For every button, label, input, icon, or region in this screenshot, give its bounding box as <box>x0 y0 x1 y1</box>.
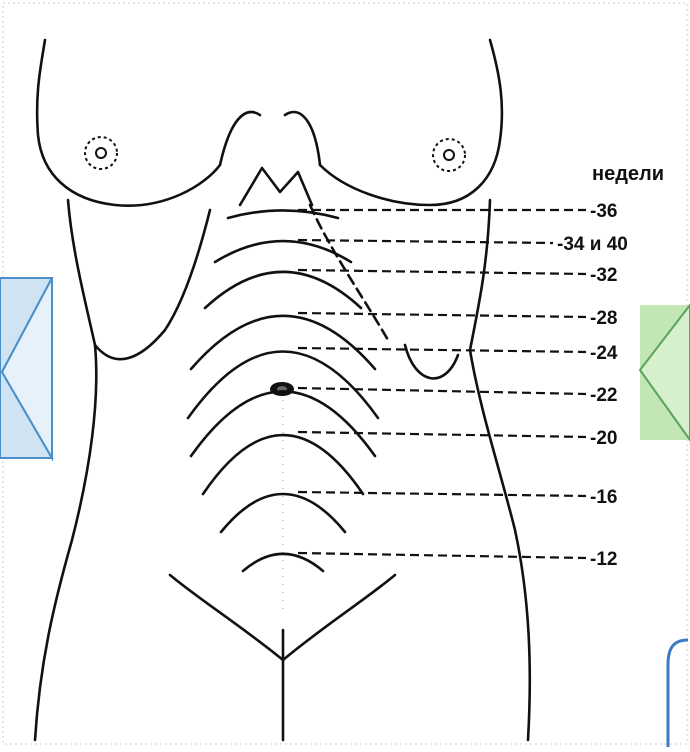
leader-line <box>298 270 586 274</box>
xiphoid-notch <box>240 168 312 205</box>
nipples <box>85 137 465 171</box>
fundus-arcs <box>188 210 378 571</box>
right-areola <box>433 139 465 171</box>
week-label: -36 <box>590 201 617 222</box>
week-label: -16 <box>590 487 617 508</box>
navel <box>270 382 294 396</box>
fundus-arc <box>191 391 375 456</box>
right-nipple <box>444 150 454 160</box>
leader-line <box>298 348 586 352</box>
right-costal-line <box>310 205 388 340</box>
leader-line <box>298 492 586 496</box>
week-label: -32 <box>590 265 617 286</box>
fundus-arc <box>215 241 351 262</box>
week-labels: -36 -34 и 40 -32 -28 -24 -22 -20 -16 -12 <box>557 201 628 570</box>
week-label: -12 <box>590 549 617 570</box>
week-label: -34 и 40 <box>557 234 628 255</box>
week-label: -22 <box>590 385 617 406</box>
right-breast-line <box>320 40 502 205</box>
right-torso-line <box>470 200 530 740</box>
leader-line <box>298 432 586 437</box>
week-label: -20 <box>590 428 617 449</box>
leader-line <box>298 553 586 558</box>
week-label: -28 <box>590 308 617 329</box>
fundus-arc <box>191 316 375 369</box>
left-areola <box>85 137 117 169</box>
leader-line <box>298 240 553 243</box>
fundus-arc <box>228 210 338 218</box>
left-inner-line <box>220 112 260 165</box>
week-label: -24 <box>590 343 618 364</box>
unit-label: недели <box>592 163 664 185</box>
next-slide-arrow[interactable] <box>640 305 690 440</box>
prev-slide-arrow[interactable] <box>0 278 52 458</box>
left-rib-line <box>95 210 210 359</box>
fundus-arc <box>205 272 361 308</box>
leader-line <box>298 313 586 317</box>
left-groin-line <box>170 575 283 660</box>
slide-border <box>3 3 687 744</box>
left-breast-line <box>37 40 220 206</box>
left-nipple <box>96 148 106 158</box>
right-inner-line <box>285 112 320 165</box>
right-groin-line <box>283 575 395 660</box>
leader-line <box>298 388 586 394</box>
